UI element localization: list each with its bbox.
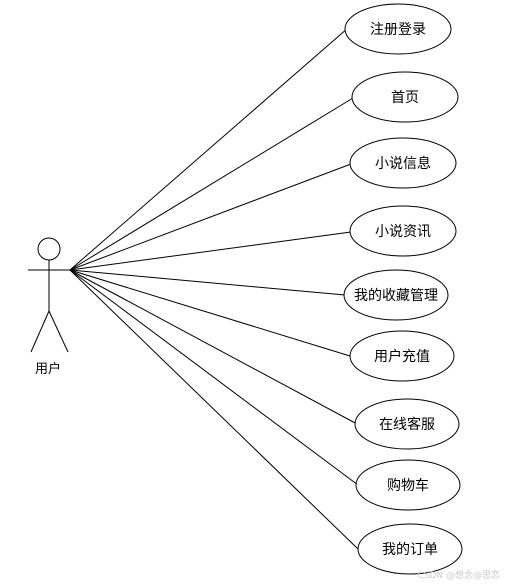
use-case-label: 小说资讯 (375, 224, 431, 240)
use-case-小说资讯[interactable]: 小说资讯 (349, 205, 457, 257)
use-case-label: 小说信息 (375, 155, 431, 172)
association-lines (69, 27, 359, 550)
use-case-label: 我的收藏管理 (354, 288, 438, 304)
use-case-ellipse[interactable] (349, 137, 457, 189)
use-case-ellipse[interactable] (357, 523, 463, 575)
use-case-ellipse[interactable] (354, 398, 460, 450)
use-case-label: 我的订单 (382, 542, 438, 558)
association-line (69, 269, 351, 357)
association-line (69, 269, 359, 550)
use-case-ellipse[interactable] (351, 71, 459, 123)
use-case-label: 购物车 (387, 477, 429, 494)
watermark: CSDN @想念@思恋 (417, 569, 500, 581)
use-case-购物车[interactable]: 购物车 (355, 459, 461, 511)
association-line (69, 269, 359, 486)
use-case-首页[interactable]: 首页 (351, 71, 459, 123)
actor-head (37, 237, 61, 261)
use-case-label: 首页 (391, 90, 419, 106)
association-line (69, 27, 349, 271)
association-line (69, 269, 358, 425)
association-line (69, 269, 346, 296)
use-case-label: 注册登录 (370, 22, 426, 38)
actor-label: 用户 (35, 361, 61, 377)
use-case-我的订单[interactable]: 我的订单 (357, 523, 463, 575)
use-case-我的收藏管理[interactable]: 我的收藏管理 (343, 269, 449, 321)
use-case-ellipse[interactable] (344, 3, 452, 55)
actor-right-leg (48, 310, 69, 353)
use-case-在线客服[interactable]: 在线客服 (354, 398, 460, 450)
use-case-ellipse[interactable] (349, 330, 455, 382)
association-line (69, 231, 352, 271)
use-case-小说信息[interactable]: 小说信息 (349, 137, 457, 189)
use-case-注册登录[interactable]: 注册登录 (344, 3, 452, 55)
actor-figure: 用户 (28, 237, 70, 377)
use-case-ellipse[interactable] (343, 269, 449, 321)
use-case-用户充值[interactable]: 用户充值 (349, 330, 455, 382)
association-line (69, 163, 352, 271)
use-case-ellipse[interactable] (349, 205, 457, 257)
association-line (69, 97, 354, 271)
actor-left-leg (30, 310, 50, 353)
use-case-ellipse[interactable] (355, 459, 461, 511)
use-case-label: 在线客服 (379, 416, 435, 433)
use-case-label: 用户充值 (374, 348, 430, 365)
